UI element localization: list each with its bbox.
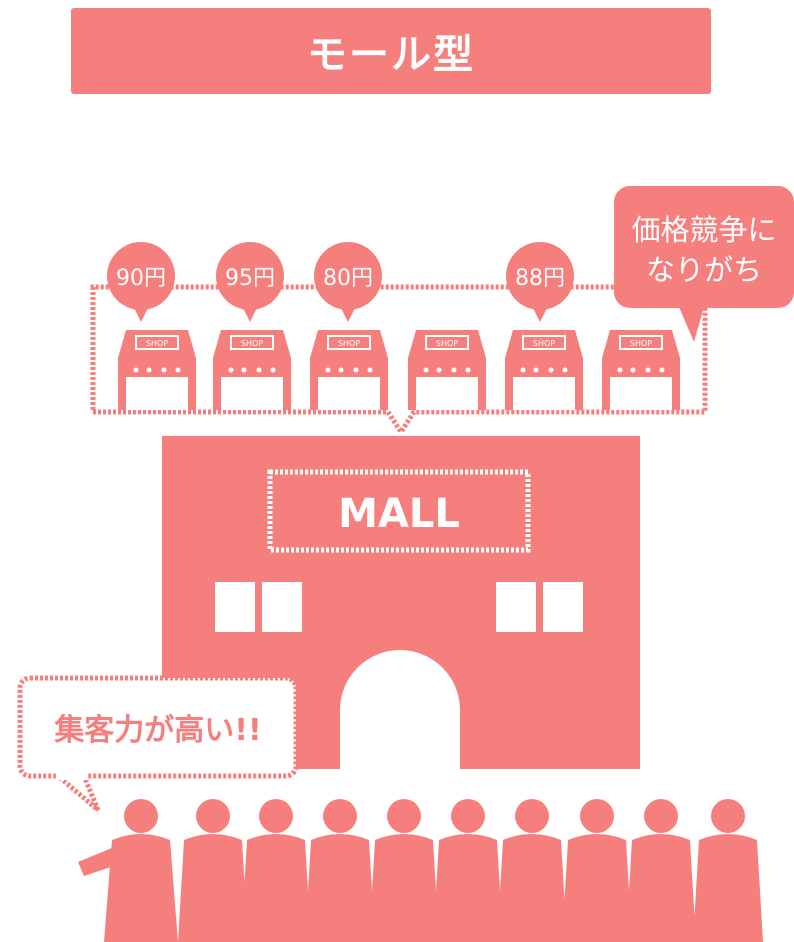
price-label: 80円	[323, 266, 373, 291]
person	[562, 799, 632, 942]
person-pointing	[78, 799, 178, 942]
price-bubble-3: 80円	[314, 242, 382, 322]
shop-label: SHOP	[436, 339, 458, 348]
page-title: モール型	[71, 8, 711, 94]
price-label: 95円	[225, 266, 275, 291]
price-bubble-2: 95円	[216, 242, 284, 322]
person	[626, 799, 696, 942]
shop-label: SHOP	[146, 339, 168, 348]
price-label: 88円	[515, 266, 565, 291]
price-label: 90円	[116, 266, 166, 291]
window	[262, 582, 302, 632]
shop-label: SHOP	[630, 339, 652, 348]
person	[305, 799, 375, 942]
shop-5: SHOP	[505, 330, 583, 410]
person	[369, 799, 439, 942]
shop-6: SHOP	[602, 330, 680, 410]
mall-building: MALL	[162, 436, 640, 769]
person	[693, 799, 763, 942]
entrance-arch	[340, 650, 460, 769]
shop-label: SHOP	[241, 339, 263, 348]
price-bubble-4: 88円	[506, 242, 574, 322]
person	[241, 799, 311, 942]
price-bubble-1: 90円	[107, 242, 175, 322]
person	[433, 799, 503, 942]
price-competition-bubble: 価格競争に なりがち	[614, 186, 794, 342]
window	[215, 582, 255, 632]
customer-bubble: 集客力が高い!!	[17, 675, 299, 812]
shop-label: SHOP	[338, 339, 360, 348]
competition-line2: なりがち	[646, 253, 762, 287]
shop-label: SHOP	[533, 339, 555, 348]
shop-2: SHOP	[213, 330, 291, 410]
shop-3: SHOP	[310, 330, 388, 410]
customer-bubble-text: 集客力が高い!!	[53, 713, 261, 748]
person	[497, 799, 567, 942]
competition-line1: 価格競争に	[631, 213, 776, 247]
shop-4: SHOP	[408, 330, 486, 410]
shop-1: SHOP	[118, 330, 196, 410]
person	[178, 799, 248, 942]
window	[496, 582, 536, 632]
mall-sign: MALL	[338, 491, 460, 537]
window	[543, 582, 583, 632]
